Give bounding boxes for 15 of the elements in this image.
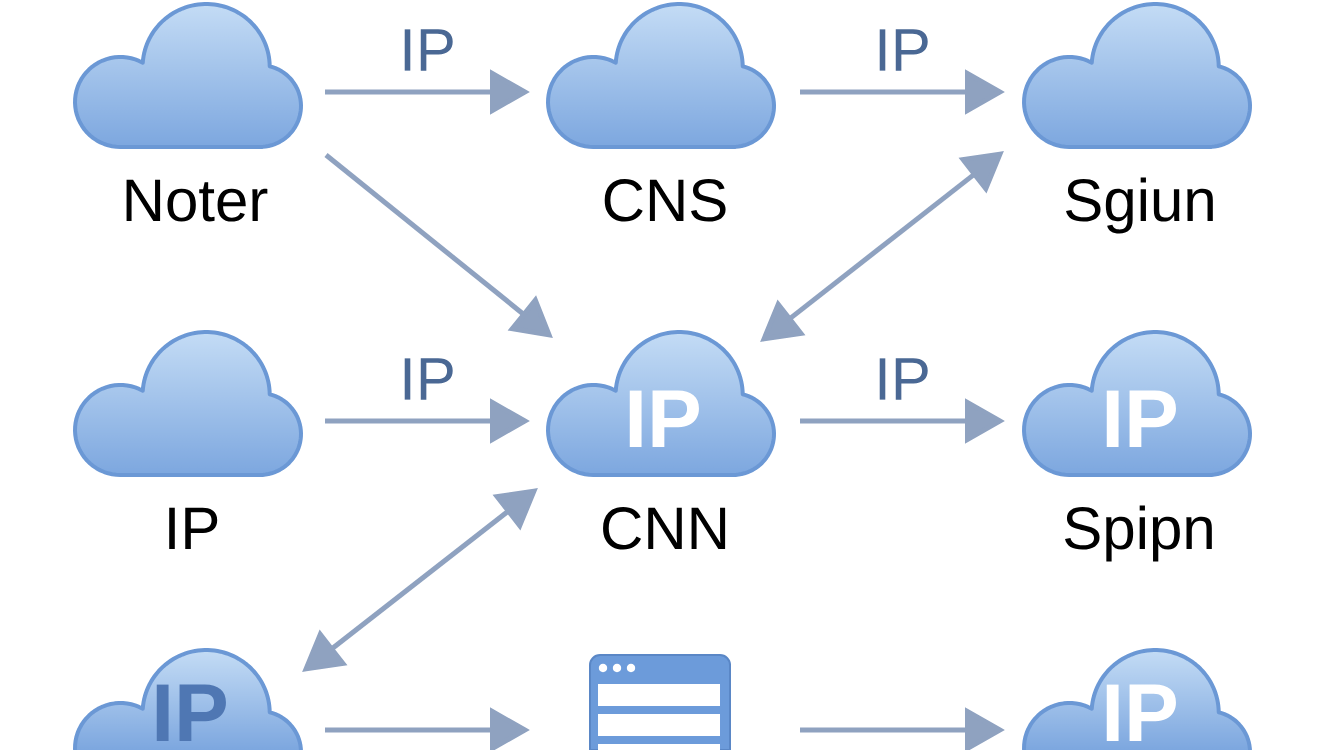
window-icon [589, 654, 731, 750]
edge-label: IP [397, 27, 458, 73]
cloud: IP [1022, 330, 1252, 477]
node-label: IP [169, 507, 218, 549]
node-label: Noter [126, 179, 268, 222]
cloud: IP [546, 330, 776, 477]
node-label: Spipn [1065, 505, 1212, 562]
cloud: IP [73, 648, 303, 750]
edge-label: IP [872, 356, 933, 402]
edge-label: IP [397, 356, 458, 402]
cloud: IP [1022, 648, 1252, 750]
node-label: Sgiun [1066, 177, 1213, 234]
node-label: CNN [603, 507, 726, 550]
edge-label: IP [872, 27, 933, 73]
node-label: CNS [604, 179, 726, 222]
